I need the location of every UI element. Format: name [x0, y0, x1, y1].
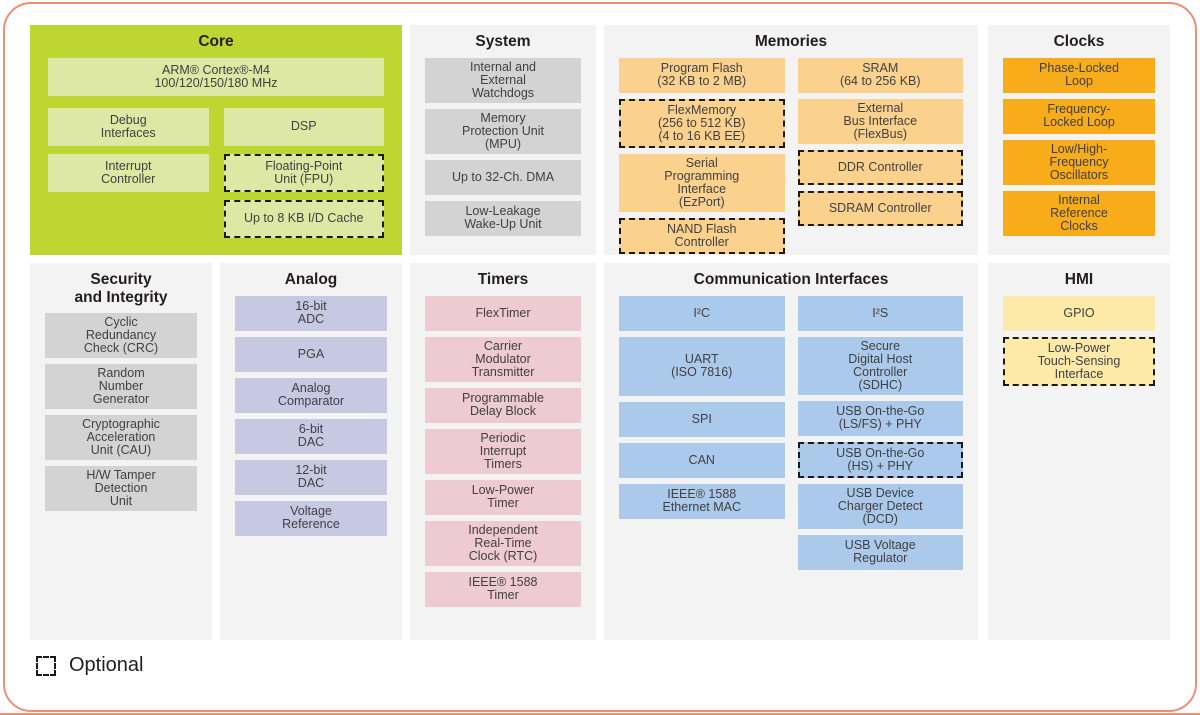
panel-title: Communication Interfaces [693, 271, 889, 288]
block-sram: SRAM(64 to 256 KB) [797, 57, 963, 93]
block-usb-on-the-go: USB On-the-Go(LS/FS) + PHY [797, 400, 963, 436]
block-can: CAN [619, 442, 785, 478]
block-flexmemory: FlexMemory(256 to 512 KB)(4 to 16 KB EE) [619, 98, 785, 148]
block-gpio: GPIO [1003, 295, 1155, 331]
block-up-to-32-ch-dma: Up to 32-Ch. DMA [425, 159, 581, 195]
block-uart: UART(ISO 7816) [619, 336, 785, 396]
panel-columns: Program Flash(32 KB to 2 MB) FlexMemory(2… [619, 57, 963, 254]
block-usb-on-the-go: USB On-the-Go(HS) + PHY [797, 441, 963, 478]
panel-column: Program Flash(32 KB to 2 MB) FlexMemory(2… [619, 57, 785, 254]
panel-title: Memories [754, 33, 828, 50]
panel-title: Timers [477, 271, 529, 288]
block-sdram-controller: SDRAM Controller [797, 190, 963, 226]
block-up-to-8-kb-i-d-cache: Up to 8 KB I/D Cache [223, 199, 384, 238]
panel-title: HMI [1064, 271, 1094, 288]
block-pga: PGA [235, 336, 387, 372]
panel-title: Clocks [1053, 33, 1105, 50]
optional-legend-label: Optional [69, 654, 144, 676]
panel-title: System [475, 33, 531, 50]
block-i-c: I²C [619, 295, 785, 331]
block-ddr-controller: DDR Controller [797, 149, 963, 185]
panel-title: Core [198, 33, 234, 50]
optional-dashed-swatch-icon [36, 655, 56, 676]
block-flextimer: FlexTimer [425, 295, 581, 331]
block-dsp: DSP [223, 107, 384, 146]
panel-title: Analog [284, 271, 338, 288]
block-i-s: I²S [797, 295, 963, 331]
bottom-rule [0, 713, 1200, 715]
block-frequency: Frequency-Locked Loop [1003, 98, 1155, 134]
optional-legend: Optional [36, 654, 144, 677]
block-program-flash: Program Flash(32 KB to 2 MB) [619, 57, 785, 93]
block-spi: SPI [619, 401, 785, 437]
